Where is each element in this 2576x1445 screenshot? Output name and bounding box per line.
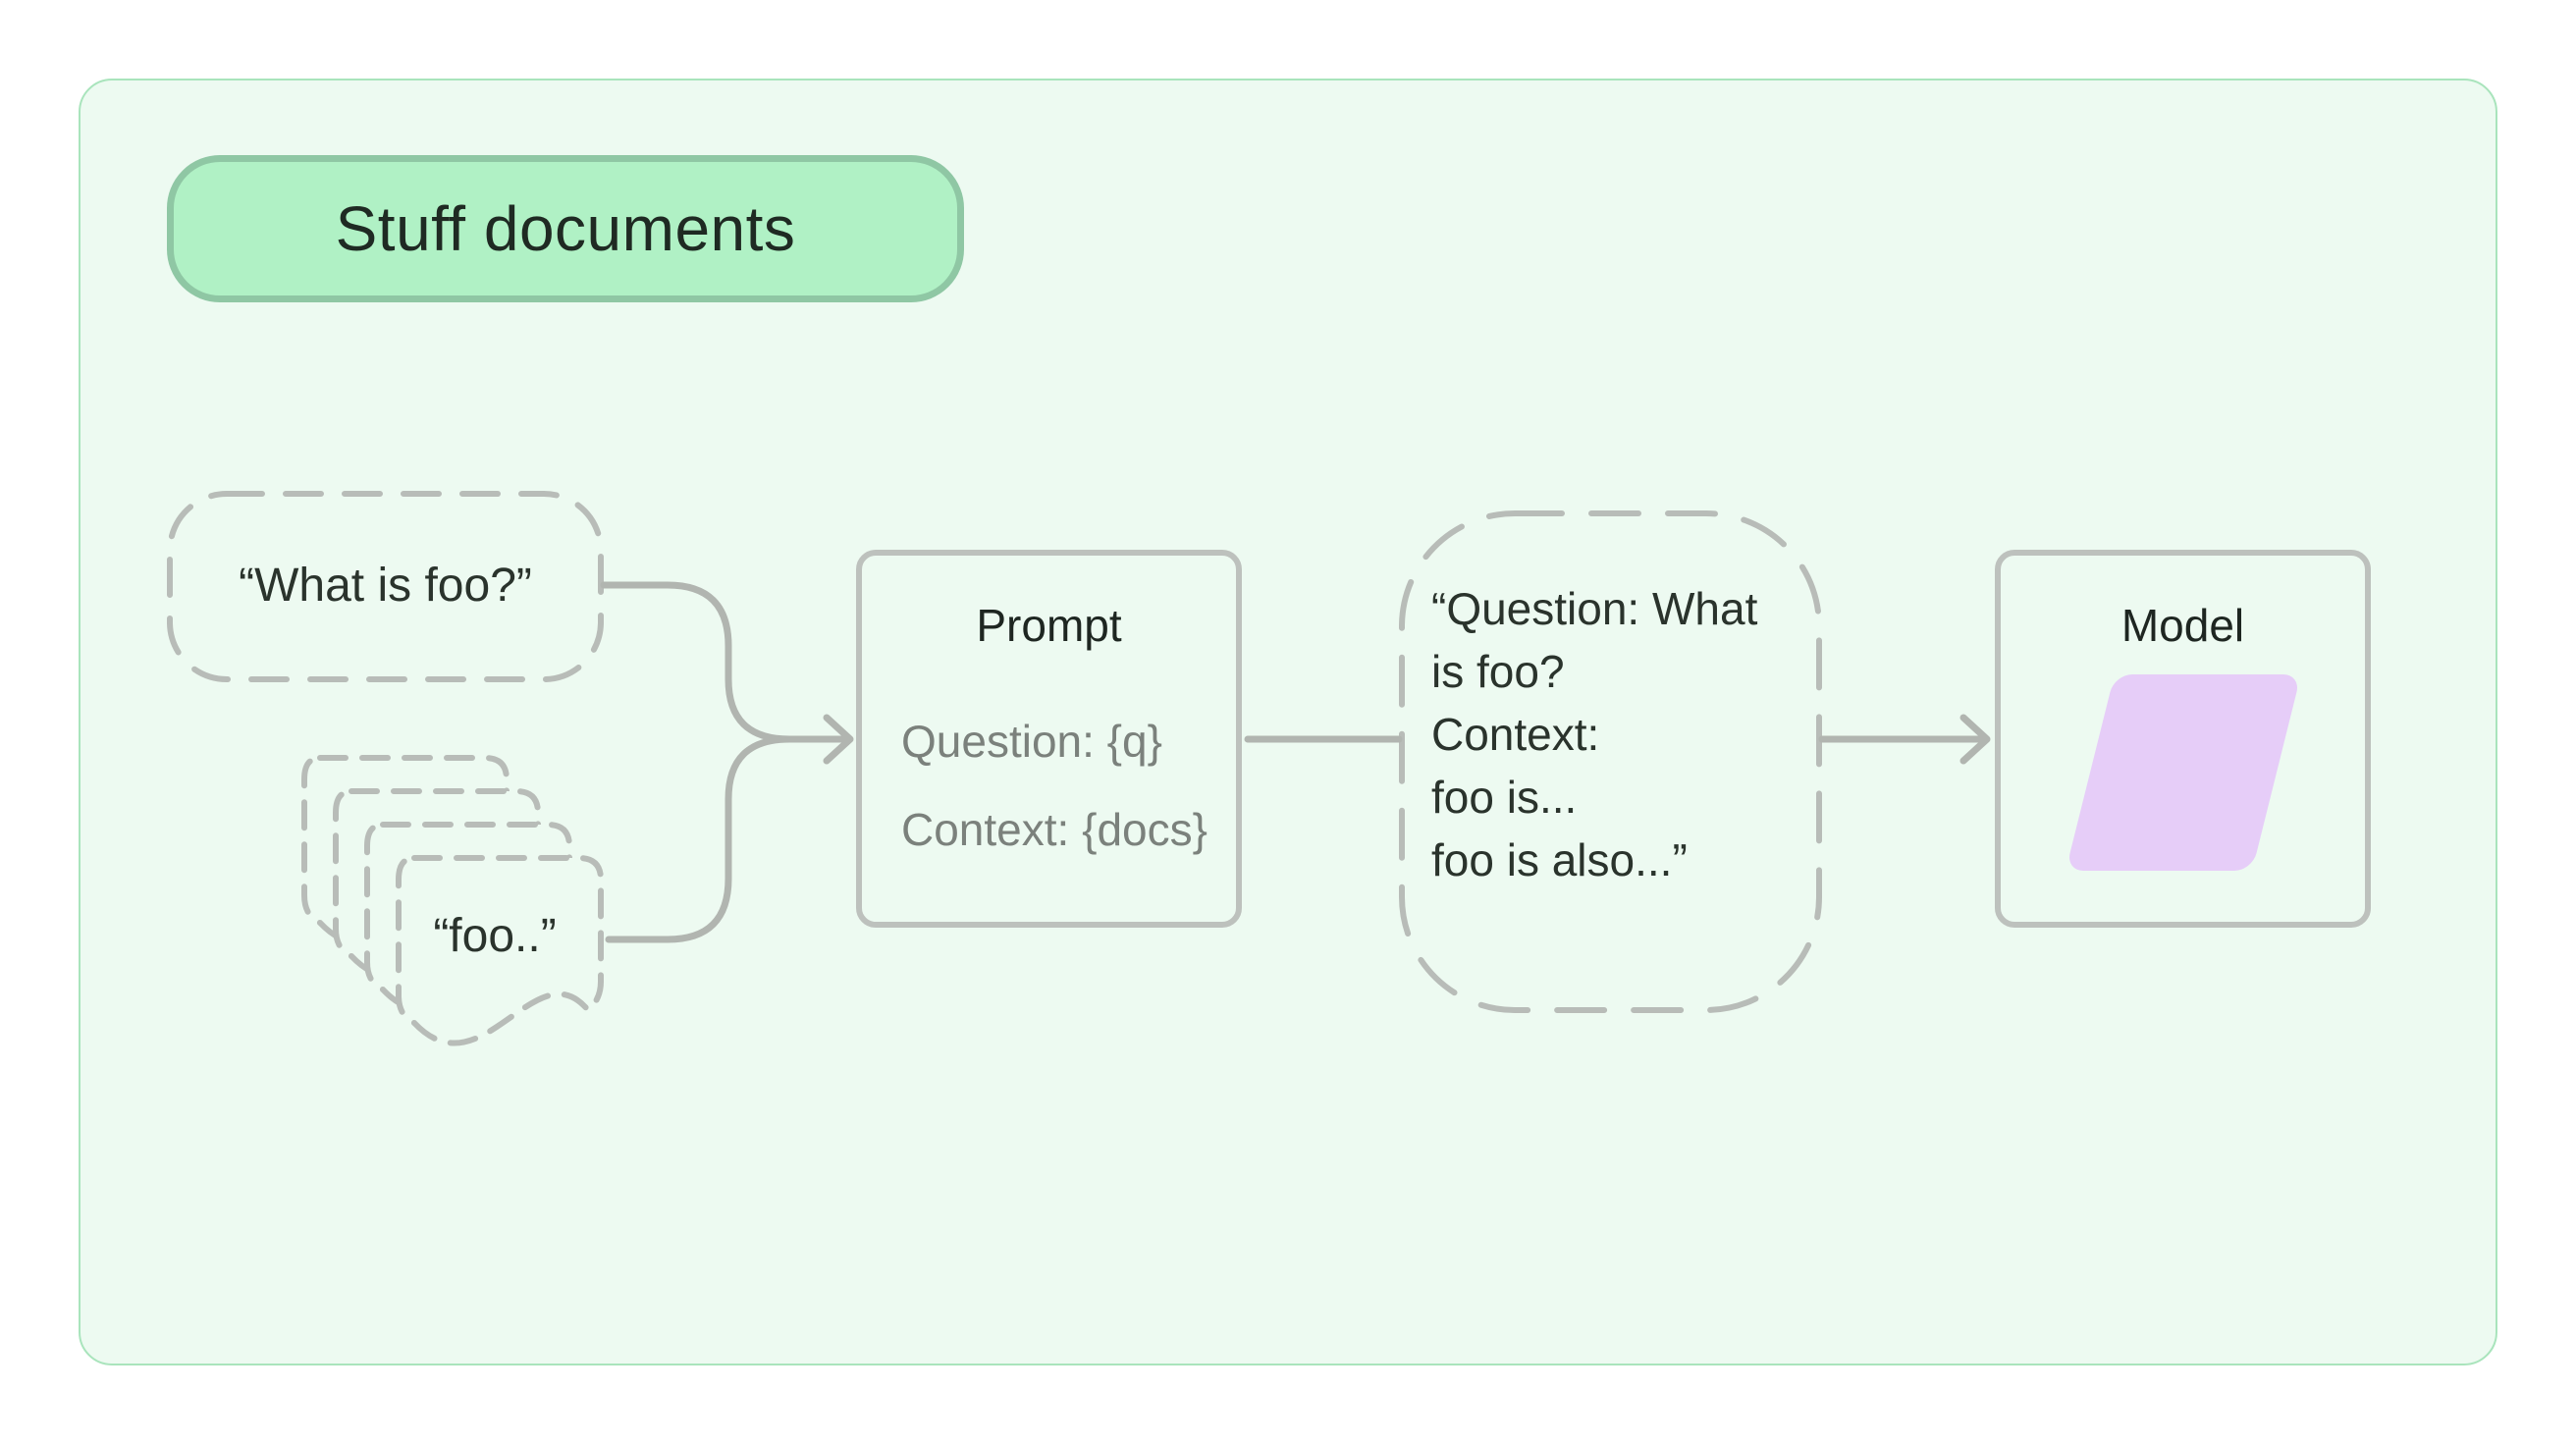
documents-node-label: “foo..” xyxy=(433,910,557,962)
model-node-title: Model xyxy=(2120,600,2245,651)
model-node xyxy=(1995,550,2371,928)
stuffed-prompt-line: is foo? xyxy=(1431,646,1565,697)
stuffed-prompt-line: “Question: What xyxy=(1431,583,1758,634)
diagram-title-badge: Stuff documents xyxy=(167,155,964,302)
stuffed-prompt-node-text: “Question: What is foo? Context: foo is.… xyxy=(1431,577,1824,891)
stuffed-prompt-line: Context: xyxy=(1431,709,1600,760)
prompt-node-title: Prompt xyxy=(976,600,1122,651)
prompt-context-template-line: Context: {docs} xyxy=(901,804,1208,855)
stuffed-prompt-line: foo is... xyxy=(1431,772,1578,823)
question-node-label: “What is foo?” xyxy=(239,560,532,612)
stuffed-prompt-line: foo is also...” xyxy=(1431,834,1688,885)
prompt-question-template-line: Question: {q} xyxy=(901,716,1162,767)
prompt-node xyxy=(856,550,1242,928)
diagram-title: Stuff documents xyxy=(335,193,796,264)
